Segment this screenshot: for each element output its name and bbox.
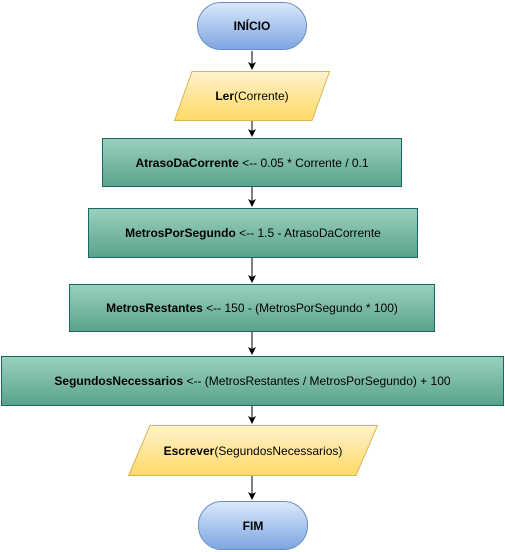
- step-1-variable: AtrasoDaCorrente: [135, 155, 239, 170]
- read-input-node: Ler(Corrente): [174, 71, 330, 121]
- step-4-expression: <-- (MetrosRestantes / MetrosPorSegundo)…: [183, 374, 451, 388]
- write-args: (SegundosNecessarios): [214, 443, 343, 458]
- step-1-expression: <-- 0.05 * Corrente / 0.1: [238, 155, 369, 170]
- start-terminal: INÍCIO: [197, 2, 307, 50]
- read-keyword: Ler: [215, 89, 234, 103]
- parallelogram-shape: [174, 71, 330, 121]
- read-label: Ler(Corrente): [215, 89, 288, 103]
- step-3-variable: MetrosRestantes: [106, 301, 203, 315]
- write-output-node: Escrever(SegundosNecessarios): [128, 425, 378, 476]
- process-step-1: AtrasoDaCorrente <-- 0.05 * Corrente / 0…: [102, 138, 402, 187]
- process-step-3: MetrosRestantes <-- 150 - (MetrosPorSegu…: [69, 284, 435, 332]
- step-1-label: AtrasoDaCorrente <-- 0.05 * Corrente / 0…: [135, 156, 368, 170]
- start-label: INÍCIO: [233, 19, 271, 33]
- step-4-label: SegundosNecessarios <-- (MetrosRestantes…: [54, 374, 450, 388]
- step-2-label: MetrosPorSegundo <-- 1.5 - AtrasoDaCorre…: [125, 226, 381, 240]
- process-step-4: SegundosNecessarios <-- (MetrosRestantes…: [1, 356, 504, 406]
- process-step-2: MetrosPorSegundo <-- 1.5 - AtrasoDaCorre…: [88, 208, 418, 258]
- read-args: (Corrente): [234, 89, 289, 103]
- parallelogram-shape: [128, 425, 378, 476]
- step-3-expression: <-- 150 - (MetrosPorSegundo * 100): [202, 301, 398, 315]
- step-3-label: MetrosRestantes <-- 150 - (MetrosPorSegu…: [106, 301, 398, 315]
- end-terminal: FIM: [198, 501, 308, 550]
- end-label: FIM: [242, 518, 264, 533]
- write-label: Escrever(SegundosNecessarios): [164, 444, 343, 458]
- step-2-variable: MetrosPorSegundo: [125, 226, 236, 240]
- write-keyword: Escrever: [163, 443, 215, 458]
- step-4-variable: SegundosNecessarios: [54, 374, 184, 388]
- step-2-expression: <-- 1.5 - AtrasoDaCorrente: [235, 226, 381, 240]
